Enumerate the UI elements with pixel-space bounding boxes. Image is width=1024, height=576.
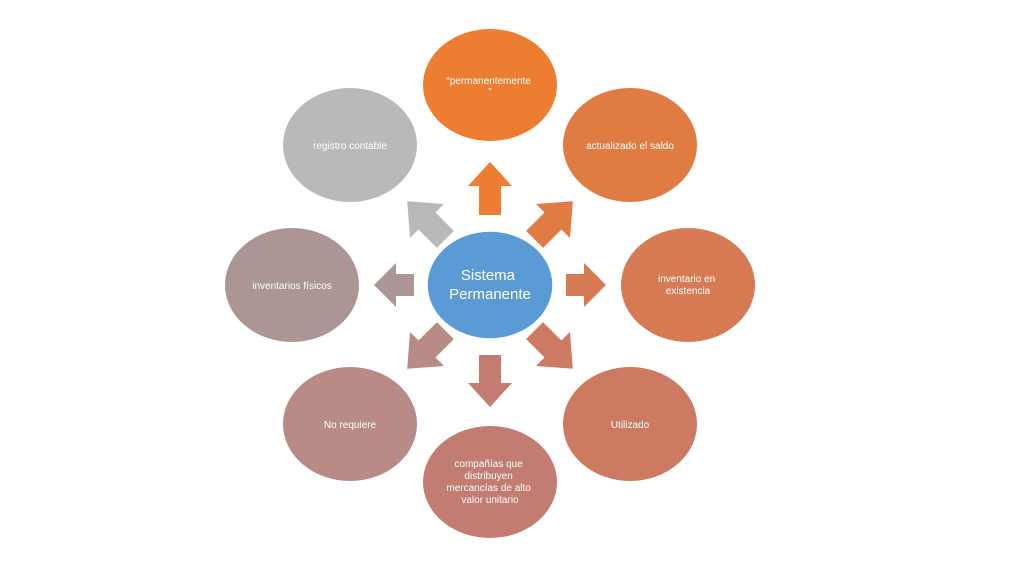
node-top-right: actualizado el saldo: [563, 88, 697, 202]
node-top-ellipse: [423, 29, 557, 141]
node-bottom-ellipse: [423, 426, 557, 538]
arrow-down-left-icon: [407, 322, 454, 369]
node-right: inventario en existencia: [621, 228, 755, 342]
node-bottom-right-ellipse: [563, 367, 697, 481]
node-top-right-label: actualizado el saldo: [586, 141, 674, 152]
center-node-line-2: Permanente: [449, 286, 531, 303]
node-bottom-line-3: mercancías de alto: [446, 483, 531, 494]
node-bottom-left-line-1: No requiere: [324, 420, 377, 431]
arrow-left-icon: [374, 263, 414, 307]
node-bottom-line-1: compañías que: [454, 459, 523, 470]
arrow-down-icon: [468, 355, 512, 407]
node-bottom: compañías que distribuyen mercancías de …: [423, 426, 557, 538]
node-top: “permanentemente ”: [423, 29, 557, 141]
node-top-left-ellipse: [283, 88, 417, 202]
arrow-up-left-icon: [407, 201, 454, 248]
node-right-label: inventario en existencia: [658, 274, 718, 297]
node-top-left: registro contable: [283, 88, 417, 202]
node-left: inventarios físicos: [225, 228, 359, 342]
node-bottom-right-label: Utilizado: [611, 420, 650, 431]
center-node: Sistema Permanente: [426, 230, 554, 340]
node-bottom-right-line-1: Utilizado: [611, 420, 650, 431]
node-top-line-1: “permanentemente: [446, 76, 531, 87]
node-right-line-2: existencia: [666, 286, 711, 297]
center-node-ellipse: [426, 230, 554, 340]
node-bottom-line-2: distribuyen: [464, 471, 512, 482]
node-top-left-label: registro contable: [313, 141, 387, 152]
node-top-right-ellipse: [563, 88, 697, 202]
node-top-line-2: ”: [488, 87, 491, 98]
node-right-ellipse: [621, 228, 755, 342]
arrow-up-right-icon: [526, 201, 573, 248]
node-left-line-1: inventarios físicos: [252, 281, 331, 292]
arrows: [374, 162, 606, 407]
center-node-line-1: Sistema: [461, 267, 516, 284]
node-top-left-line-1: registro contable: [313, 141, 387, 152]
node-left-ellipse: [225, 228, 359, 342]
arrow-down-right-icon: [526, 322, 573, 369]
node-bottom-right: Utilizado: [563, 367, 697, 481]
center-node-label: Sistema Permanente: [449, 267, 531, 303]
arrow-right-icon: [566, 263, 606, 307]
node-bottom-left: No requiere: [283, 367, 417, 481]
node-top-right-line-1: actualizado el saldo: [586, 141, 674, 152]
node-left-label: inventarios físicos: [252, 281, 331, 292]
node-top-label: “permanentemente ”: [446, 76, 533, 98]
node-bottom-left-label: No requiere: [324, 420, 377, 431]
arrow-up-icon: [468, 162, 512, 215]
node-bottom-line-4: valor unitario: [461, 495, 519, 506]
node-bottom-left-ellipse: [283, 367, 417, 481]
node-right-line-1: inventario en: [658, 274, 715, 285]
node-bottom-label: compañías que distribuyen mercancías de …: [446, 459, 533, 506]
